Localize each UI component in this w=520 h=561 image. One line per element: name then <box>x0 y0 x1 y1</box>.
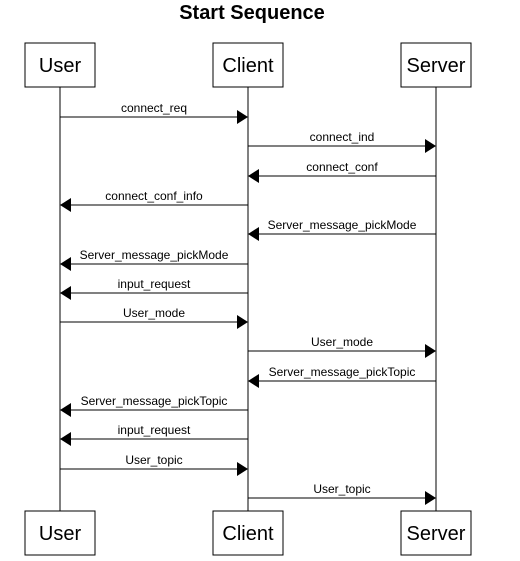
message-user-topic: User_topic <box>248 482 436 505</box>
participant-label: Client <box>222 55 274 77</box>
message-label: connect_req <box>121 101 187 115</box>
participant-label: User <box>39 55 82 77</box>
message-server-message-picktopic: Server_message_pickTopic <box>248 365 436 388</box>
arrowhead <box>60 286 71 300</box>
arrowhead <box>237 315 248 329</box>
participant-label: Client <box>222 523 274 545</box>
arrowhead <box>425 344 436 358</box>
message-label: connect_ind <box>310 130 375 144</box>
message-label: User_topic <box>313 482 370 496</box>
participant-label: User <box>39 523 82 545</box>
participant-box <box>24 510 96 556</box>
message-label: input_request <box>118 277 191 291</box>
message-label: input_request <box>118 423 191 437</box>
message-label: Server_message_pickTopic <box>81 394 228 408</box>
participant-label: Server <box>407 55 466 77</box>
participants-top: User Client Server <box>24 42 472 88</box>
participant-user-bottom: User <box>24 510 96 556</box>
participants-bottom: User Client Server <box>24 510 472 556</box>
arrowhead <box>248 374 259 388</box>
message-label: User_mode <box>311 335 373 349</box>
message-label: connect_conf <box>306 160 378 174</box>
message-server-message-pickmode: Server_message_pickMode <box>60 248 248 271</box>
arrowhead <box>425 491 436 505</box>
message-server-message-pickmode: Server_message_pickMode <box>248 218 436 241</box>
message-label: User_mode <box>123 306 185 320</box>
arrowhead <box>248 169 259 183</box>
arrowhead <box>237 110 248 124</box>
arrowhead <box>237 462 248 476</box>
message-input-request: input_request <box>60 423 248 446</box>
arrowhead <box>60 198 71 212</box>
participant-client-top: Client <box>212 42 284 88</box>
message-input-request: input_request <box>60 277 248 300</box>
participant-box <box>400 510 472 556</box>
arrowhead <box>60 432 71 446</box>
message-label: Server_message_pickMode <box>268 218 417 232</box>
message-user-mode: User_mode <box>60 306 248 329</box>
message-connect-ind: connect_ind <box>248 130 436 153</box>
message-label: connect_conf_info <box>105 189 203 203</box>
participant-server-bottom: Server <box>400 510 472 556</box>
participant-box <box>400 42 472 88</box>
lifelines <box>59 87 437 511</box>
participant-box <box>24 42 96 88</box>
participant-server-top: Server <box>400 42 472 88</box>
message-user-mode: User_mode <box>248 335 436 358</box>
arrowhead <box>60 403 71 417</box>
arrowhead <box>425 139 436 153</box>
participant-box <box>212 510 284 556</box>
arrowhead <box>60 257 71 271</box>
message-connect-conf: connect_conf <box>248 160 436 183</box>
arrowhead <box>248 227 259 241</box>
message-label: Server_message_pickMode <box>80 248 229 262</box>
message-user-topic: User_topic <box>60 453 248 476</box>
participant-client-bottom: Client <box>212 510 284 556</box>
diagram-title: Start Sequence <box>179 2 325 24</box>
message-label: Server_message_pickTopic <box>269 365 416 379</box>
participant-box <box>212 42 284 88</box>
participant-label: Server <box>407 523 466 545</box>
messages: connect_req connect_ind connect_confconnec… <box>60 101 436 505</box>
message-server-message-picktopic: Server_message_pickTopic <box>60 394 248 417</box>
message-connect-req: connect_req <box>60 101 248 124</box>
participant-user-top: User <box>24 42 96 88</box>
message-connect-conf-info: connect_conf_info <box>60 189 248 212</box>
message-label: User_topic <box>125 453 182 467</box>
